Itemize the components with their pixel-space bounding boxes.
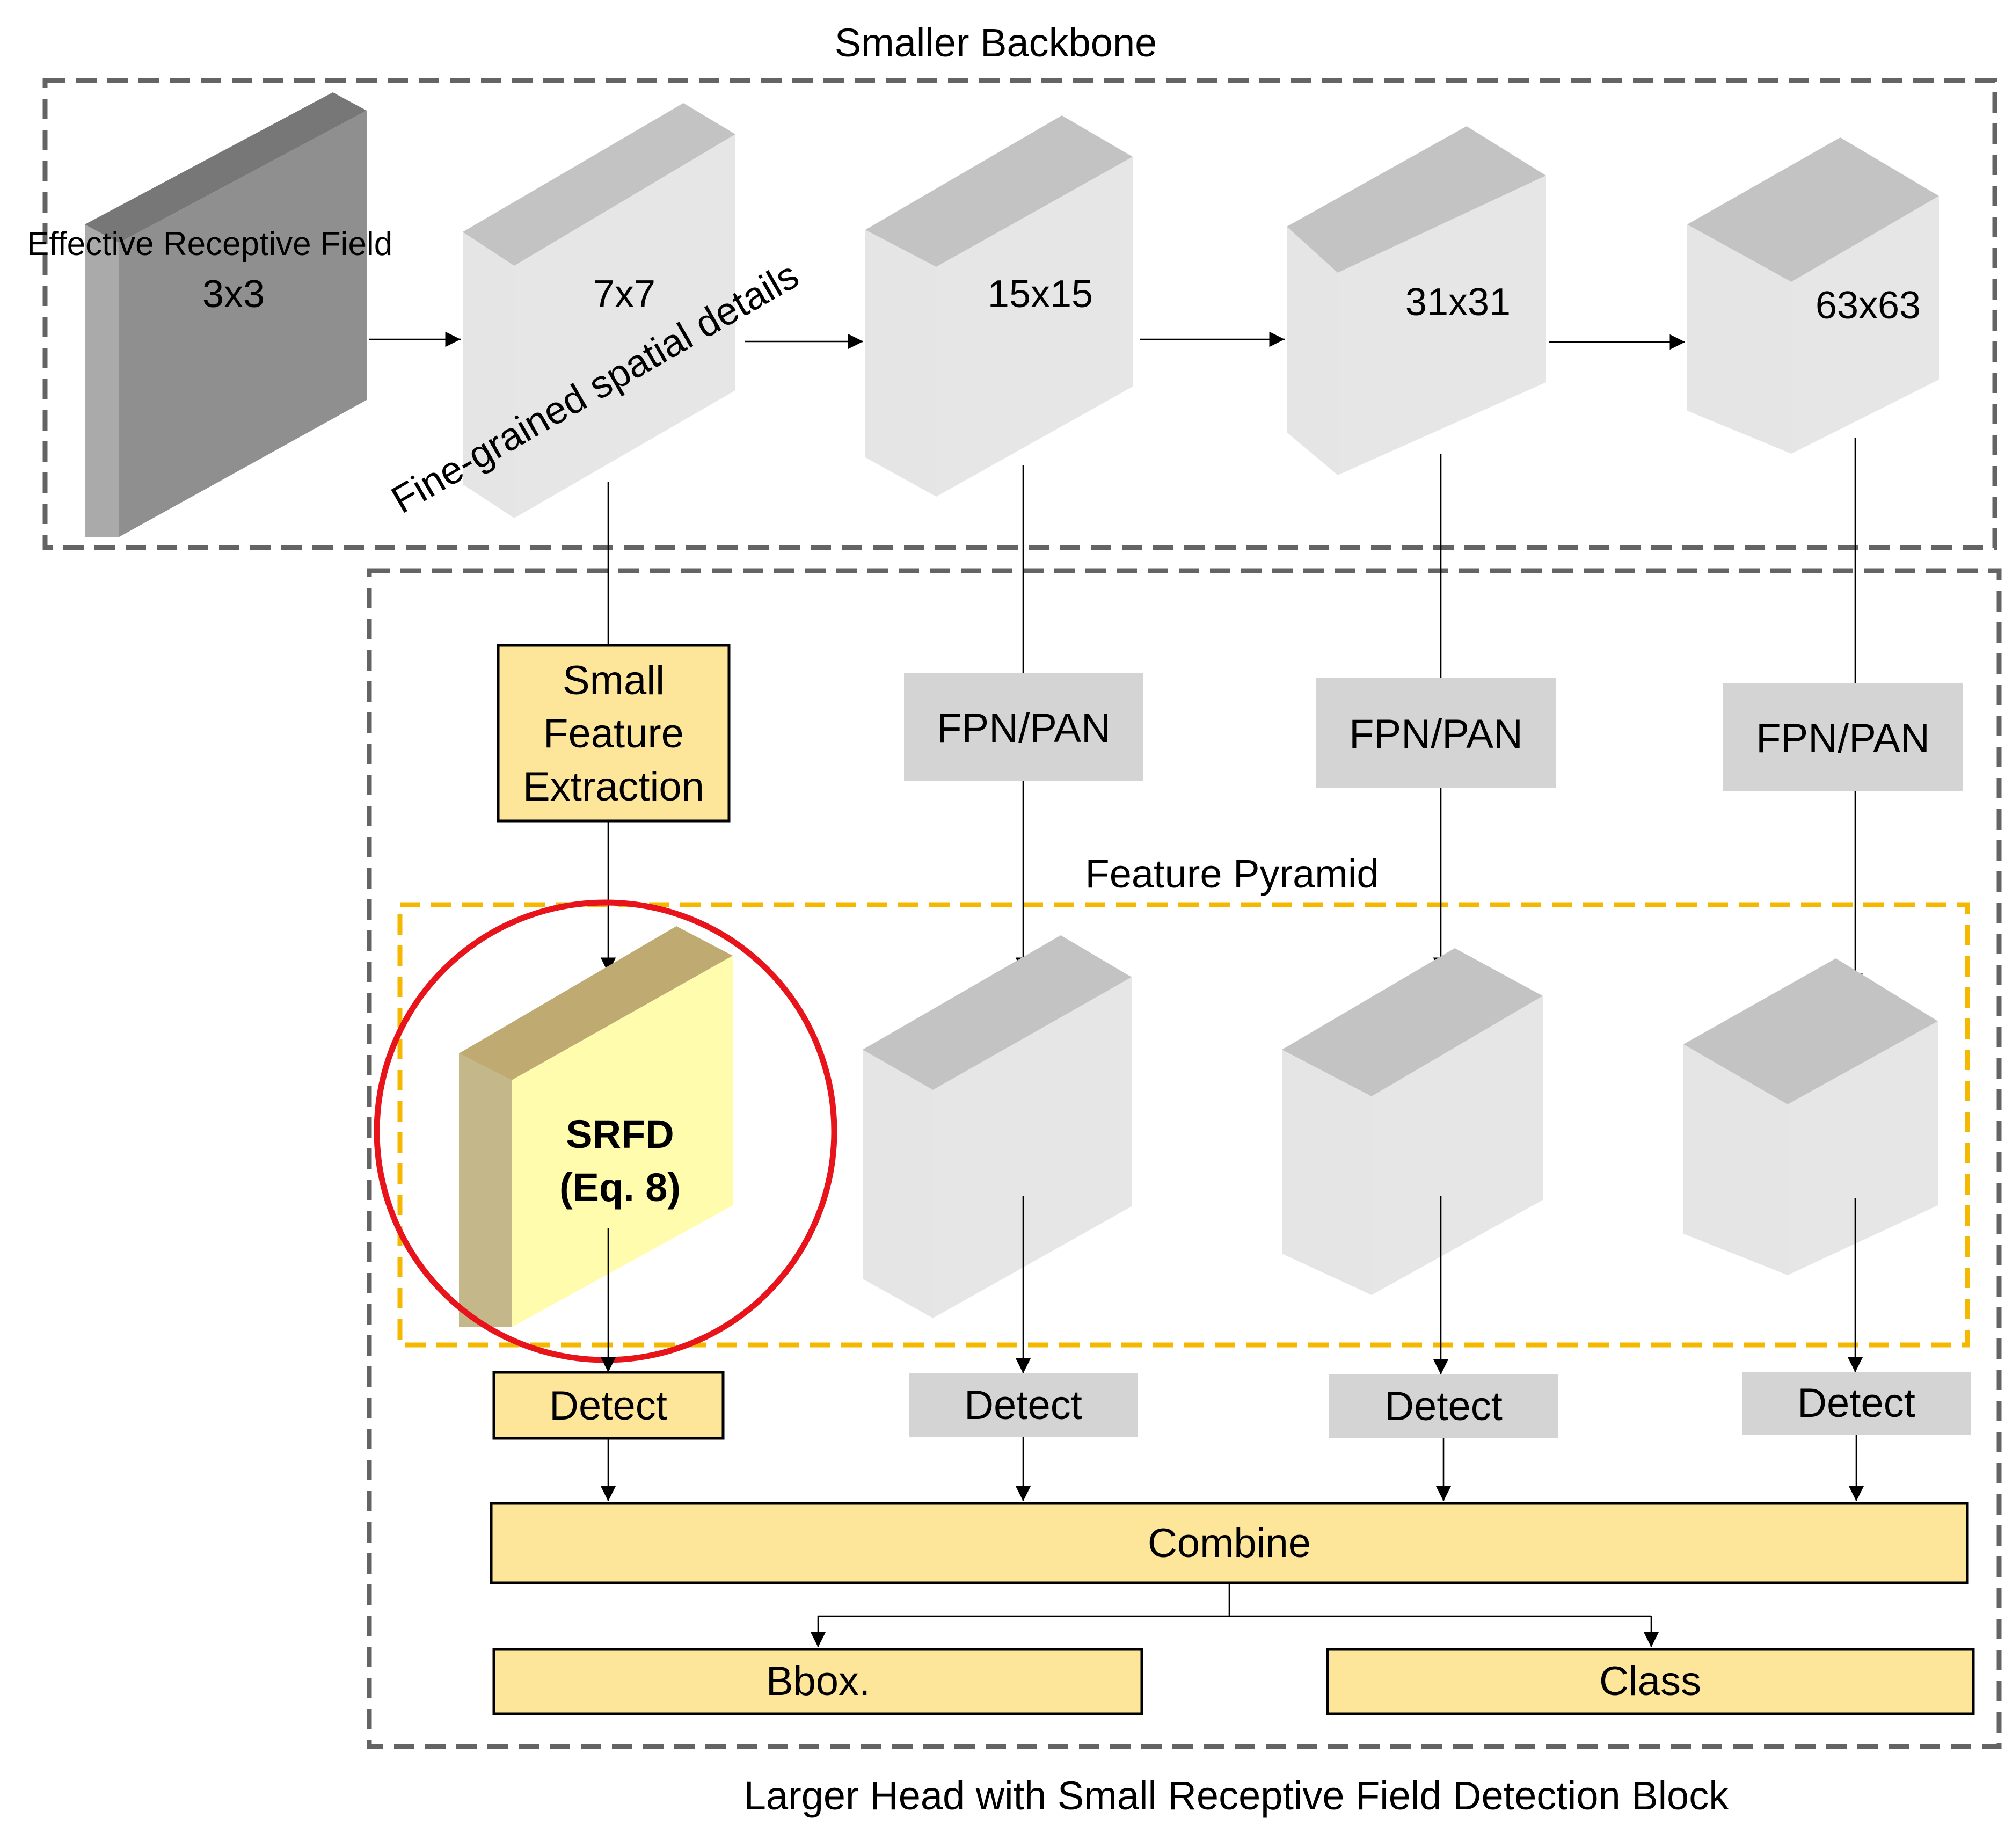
svg-text:Detect: Detect xyxy=(549,1383,667,1429)
srfd-label-line-1: SRFD xyxy=(566,1112,674,1156)
backbone-title: Smaller Backbone xyxy=(835,20,1157,65)
combine-box: Combine xyxy=(490,1502,1969,1584)
svg-text:Combine: Combine xyxy=(1148,1520,1311,1566)
backbone-stage-7x7 xyxy=(463,103,735,518)
detect-box-1: Detect xyxy=(909,1373,1138,1437)
receptive-field-label: Effective Receptive Field xyxy=(27,225,392,263)
backbone-stage-3x3 xyxy=(85,92,367,537)
small-feature-line-1: Small xyxy=(563,658,665,703)
backbone-stage-15x15 xyxy=(865,115,1133,497)
srfd-label-line-2: (Eq. 8) xyxy=(559,1165,681,1210)
fpn-pan-box-2: FPN/PAN xyxy=(1316,678,1556,788)
bbox-output-box: Bbox. xyxy=(492,1648,1143,1715)
svg-text:Detect: Detect xyxy=(964,1383,1082,1428)
svg-text:FPN/PAN: FPN/PAN xyxy=(1756,716,1930,761)
small-feature-line-2: Feature xyxy=(543,711,684,756)
backbone-stage-31x31 xyxy=(1287,126,1546,475)
detect-box-srfd: Detect xyxy=(492,1371,725,1440)
stage-label-15x15: 15x15 xyxy=(988,273,1093,316)
backbone-stage-63x63 xyxy=(1687,137,1939,454)
small-feature-extraction-box: Small Feature Extraction xyxy=(497,644,731,823)
small-feature-line-3: Extraction xyxy=(523,764,704,810)
class-output-box: Class xyxy=(1326,1648,1975,1715)
feature-pyramid-frame xyxy=(397,902,1970,1348)
head-frame xyxy=(367,568,2002,1749)
backbone-frame xyxy=(42,78,1997,550)
stage-label-3x3: 3x3 xyxy=(202,273,265,316)
detect-box-2: Detect xyxy=(1329,1374,1558,1438)
fpn-pan-box-1: FPN/PAN xyxy=(904,673,1143,781)
svg-text:FPN/PAN: FPN/PAN xyxy=(1349,711,1523,757)
pyramid-level-63x63 xyxy=(1683,958,1938,1275)
svg-text:Class: Class xyxy=(1599,1658,1701,1704)
svg-text:FPN/PAN: FPN/PAN xyxy=(937,705,1111,751)
srfd-block xyxy=(459,926,733,1327)
svg-text:Detect: Detect xyxy=(1797,1380,1915,1426)
head-title: Larger Head with Small Receptive Field D… xyxy=(744,1773,1729,1818)
svg-text:Bbox.: Bbox. xyxy=(766,1658,870,1704)
pyramid-level-31x31 xyxy=(1282,948,1543,1295)
detect-box-3: Detect xyxy=(1742,1372,1971,1435)
stage-label-63x63: 63x63 xyxy=(1816,284,1921,327)
stage-label-31x31: 31x31 xyxy=(1405,281,1511,324)
feature-pyramid-title: Feature Pyramid xyxy=(1085,852,1379,896)
svg-text:Detect: Detect xyxy=(1384,1384,1503,1429)
pyramid-level-15x15 xyxy=(863,935,1132,1318)
fpn-pan-box-3: FPN/PAN xyxy=(1723,683,1963,791)
stage-label-7x7: 7x7 xyxy=(593,273,655,316)
